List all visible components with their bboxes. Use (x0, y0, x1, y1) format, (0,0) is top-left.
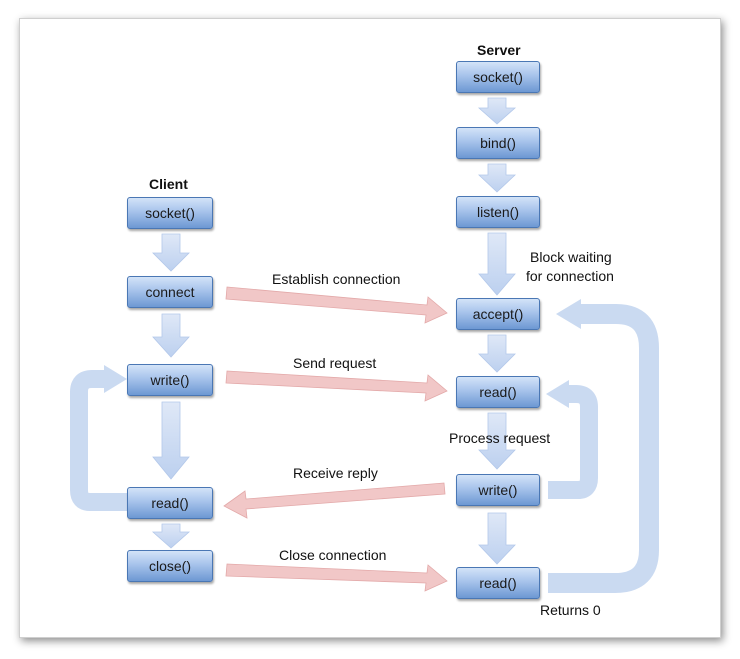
establish-connection-arrow (225, 286, 448, 324)
returns-zero-label: Returns 0 (540, 602, 601, 618)
client-read-node: read() (127, 487, 213, 519)
server-flow-arrow-4 (478, 334, 516, 373)
send-request-label: Send request (293, 355, 377, 371)
server-flow-arrow-6 (478, 512, 516, 565)
client-flow-arrow-4 (151, 523, 191, 549)
server-flow-arrow-3 (478, 232, 516, 296)
server-inner-loop-arrowhead (546, 380, 569, 408)
close-connection-arrow (225, 563, 448, 592)
client-loop-arrow (70, 370, 127, 511)
client-connect-node: connect (127, 276, 213, 308)
client-close-node: close() (127, 550, 213, 582)
receive-reply-label: Receive reply (293, 465, 378, 481)
server-title: Server (477, 42, 521, 58)
client-loop-arrowhead (104, 365, 127, 393)
send-request-arrow (225, 370, 448, 402)
client-flow-arrow-2 (152, 313, 190, 358)
block-waiting-label: Block waiting (530, 249, 612, 265)
receive-reply-arrow (223, 482, 446, 519)
server-inner-loop-arrow (548, 385, 598, 499)
server-flow-arrow-2 (477, 163, 517, 193)
diagram-frame (19, 18, 721, 638)
server-socket-node: socket() (456, 61, 540, 93)
server-outer-loop-arrow (548, 304, 659, 593)
server-flow-arrow-1 (477, 97, 517, 125)
process-request-label: Process request (449, 430, 551, 446)
for-connection-label: for connection (526, 268, 614, 284)
server-outer-loop-arrowhead (556, 299, 581, 329)
establish-connection-label: Establish connection (272, 271, 401, 287)
server-write-node: write() (456, 474, 540, 506)
server-read-node: read() (456, 376, 540, 408)
client-write-node: write() (127, 364, 213, 396)
server-read-final-node: read() (456, 567, 540, 599)
close-connection-label: Close connection (279, 547, 387, 563)
client-title: Client (149, 176, 188, 192)
server-accept-node: accept() (456, 298, 540, 330)
server-flow-arrow-5 (478, 412, 516, 470)
server-bind-node: bind() (456, 127, 540, 159)
server-listen-node: listen() (456, 196, 540, 228)
client-flow-arrow-1 (152, 233, 190, 272)
client-flow-arrow-3 (152, 401, 190, 480)
client-socket-node: socket() (127, 197, 213, 229)
